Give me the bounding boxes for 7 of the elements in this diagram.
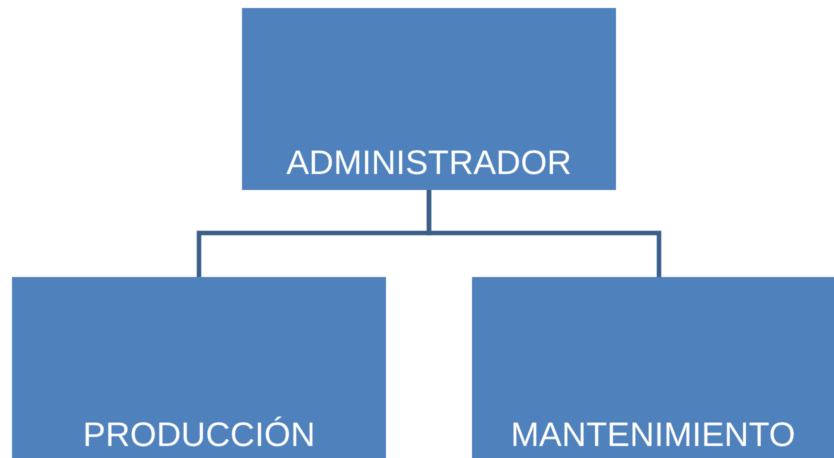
org-chart-box — [242, 8, 616, 190]
org-chart-box — [472, 277, 834, 458]
connector-line — [426, 190, 662, 277]
box-label: ADMINISTRADOR — [286, 144, 572, 182]
box-label: PRODUCCIÓN — [82, 416, 316, 454]
org-chart-box — [12, 277, 386, 458]
box-label: MANTENIMIENTO — [510, 416, 796, 454]
